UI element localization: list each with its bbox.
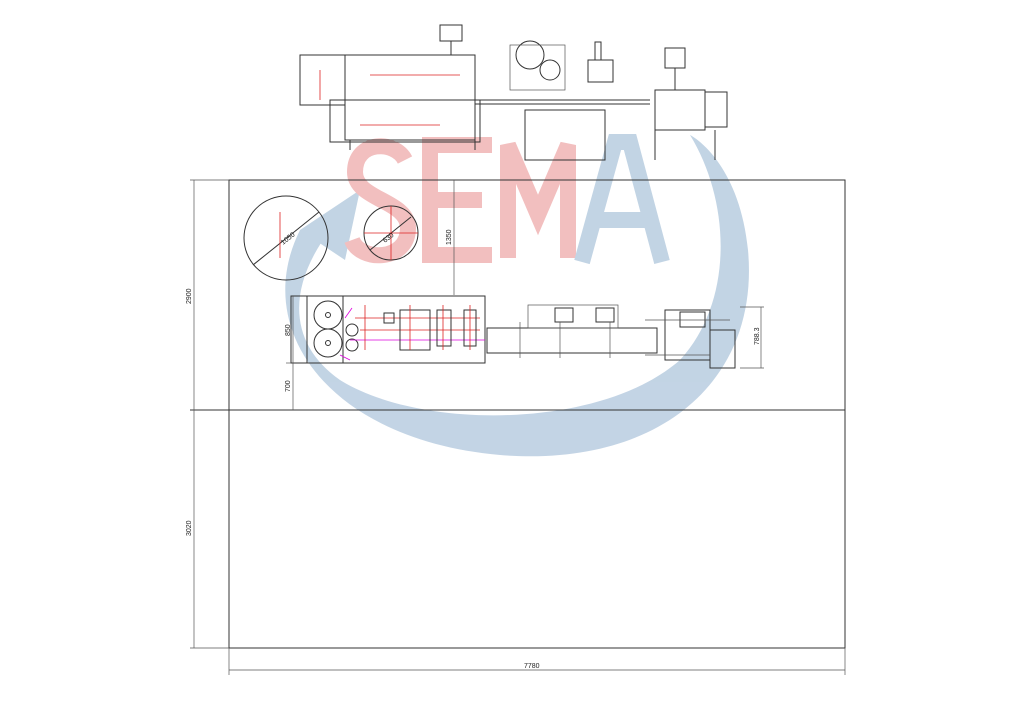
dim-room-upper: 2900	[186, 288, 193, 304]
machine-plan	[290, 295, 736, 369]
dim-machine-depth: 850	[285, 324, 292, 336]
dim-clearance-top: 1350	[446, 229, 453, 245]
dim-reel-small: 630	[382, 232, 396, 245]
watermark	[285, 134, 749, 457]
watermark-letter-m	[500, 141, 576, 258]
watermark-letter-e	[422, 137, 492, 263]
dim-clearance-bottom: 700	[285, 380, 292, 392]
watermark-letter-s	[344, 138, 417, 264]
watermark-letter-a	[574, 134, 670, 265]
room-outline	[190, 179, 846, 675]
dim-room-lower: 3020	[186, 520, 193, 536]
machine-elevation	[299, 24, 728, 161]
dim-room-width: 7780	[524, 663, 540, 670]
reel-small: 630	[363, 205, 419, 261]
dim-checkweigher-depth: 788.3	[754, 327, 761, 345]
